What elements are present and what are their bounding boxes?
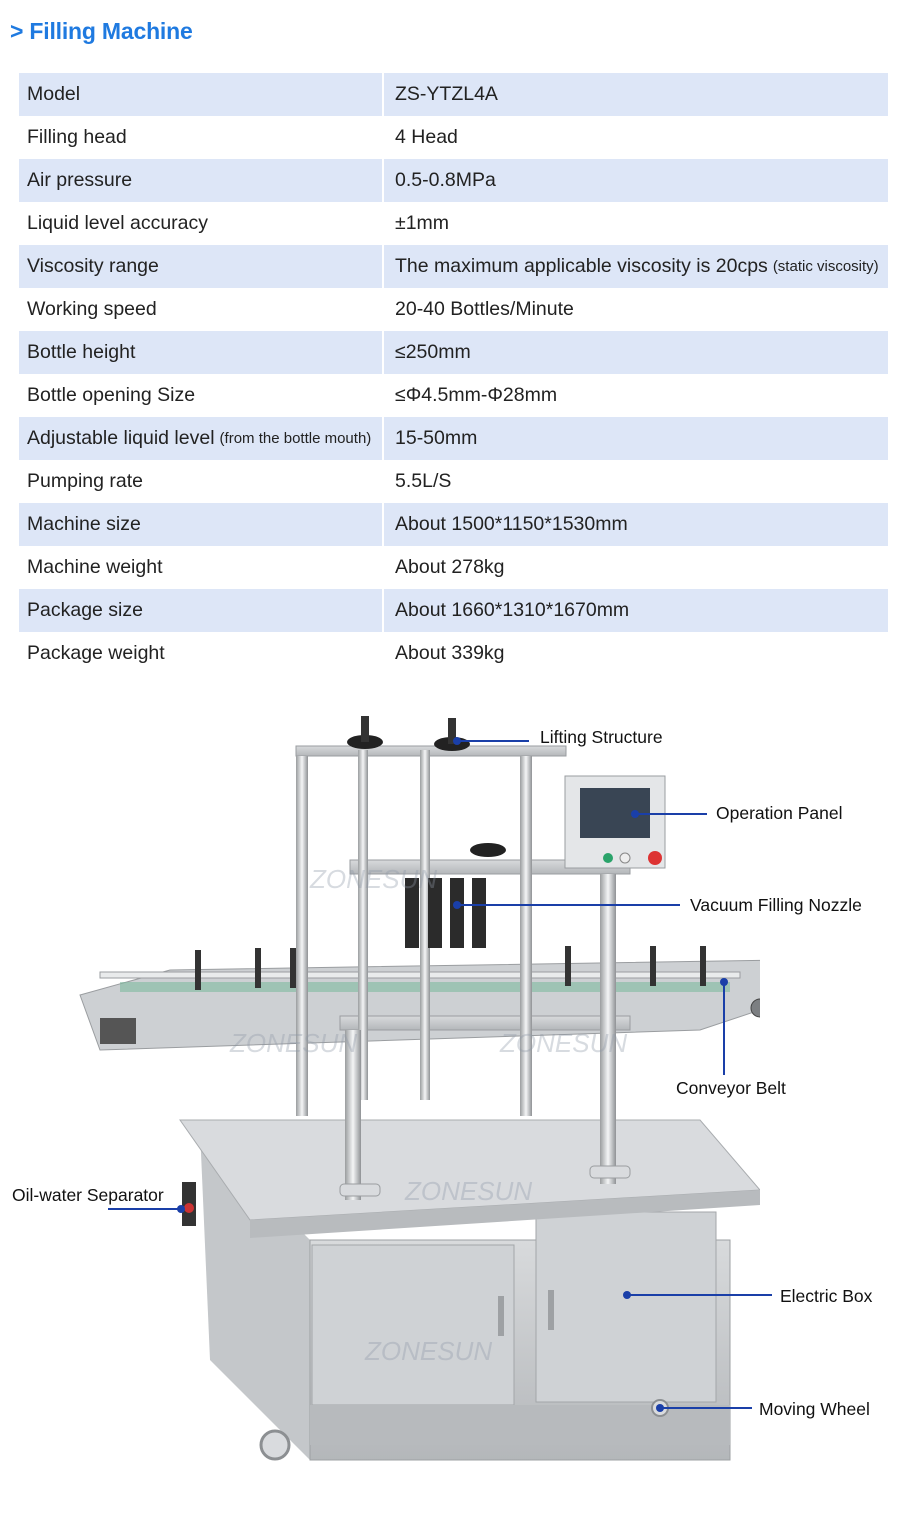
filling-nozzles [405,878,486,948]
callout-line [635,813,707,815]
conveyor-motor-icon [750,998,760,1018]
spec-value: 5.5L/S [395,470,452,492]
table-row: Adjustable liquid level (from the bottle… [19,417,888,460]
spec-label: Adjustable liquid level [27,427,215,449]
callout-line [108,1208,180,1210]
callout-dot [177,1205,185,1213]
spec-value: About 339kg [395,642,505,664]
spec-value: ±1mm [395,212,450,234]
spec-value: 20-40 Bottles/Minute [395,298,574,320]
table-row: Package weight About 339kg [19,632,888,675]
spec-label: Working speed [27,298,157,320]
callout-line [457,740,529,742]
spec-value: 4 Head [395,126,458,148]
spec-label: Bottle height [19,331,382,374]
callout-line [723,982,725,1075]
spec-label-group: Adjustable liquid level (from the bottle… [19,417,382,460]
spec-value: 15-50mm [384,417,888,460]
spec-label: Machine size [19,503,382,546]
spec-value-note: (static viscosity) [772,258,879,275]
spec-label: Viscosity range [19,245,382,288]
watermark: ZONESUN [404,1176,532,1206]
conveyor-guides [195,946,706,990]
spec-label: Model [19,73,382,116]
spec-label: Bottle opening Size [27,384,196,406]
frame-foot [589,1165,631,1179]
table-row: Package size About 1660*1310*1670mm [19,589,888,632]
conveyor-plate [100,1018,136,1044]
spec-value: About 1500*1150*1530mm [384,503,888,546]
frame-top-bar [295,745,567,757]
frame-post [296,756,308,1116]
spec-value: The maximum applicable viscosity is 20cp… [395,255,768,277]
spec-label: Pumping rate [27,470,143,492]
spec-table: Model ZS-YTZL4A Filling head 4 Head Air … [19,73,888,675]
machine-illustration: ZONESUN ZONESUN ZONESUN ZONESUN ZONESUN [79,716,760,1461]
handwheel-icon [470,843,506,857]
frame-post [420,750,430,1100]
spec-value: About 1660*1310*1670mm [384,589,888,632]
table-row: Liquid level accuracy ±1mm [19,202,888,245]
watermark: ZONESUN [364,1336,492,1366]
callout-conveyor-belt: Conveyor Belt [676,1078,786,1098]
spec-label: Filling head [27,126,127,148]
stop-button-icon [648,851,662,865]
spec-value: ZS-YTZL4A [384,73,888,116]
door-handle [548,1290,554,1330]
spec-label: Machine weight [27,556,163,578]
callout-line [457,904,680,906]
callout-line [660,1407,752,1409]
callout-electric-box: Electric Box [780,1286,873,1306]
frame-post [520,756,532,1116]
cabinet-door-left [311,1244,515,1406]
spec-label: Package size [19,589,382,632]
frame-post [358,750,368,1100]
spec-value: 0.5-0.8MPa [384,159,888,202]
wheel-icon [259,1429,291,1461]
spec-label: Liquid level accuracy [27,212,209,234]
watermark: ZONESUN [499,1028,627,1058]
table-row: Bottle height ≤250mm [19,331,888,374]
callout-operation-panel: Operation Panel [716,803,843,823]
panel-button-icon [619,852,631,864]
spec-value-group: The maximum applicable viscosity is 20cp… [384,245,888,288]
table-row: Bottle opening Size ≤Φ4.5mm-Φ28mm [19,374,888,417]
cabinet-door-right [535,1211,717,1403]
door-handle [498,1296,504,1336]
callout-moving-wheel: Moving Wheel [759,1399,870,1419]
page-title: > Filling Machine [10,18,193,44]
watermark: ZONESUN [229,1028,357,1058]
spec-label: Air pressure [19,159,382,202]
table-row: Pumping rate 5.5L/S [19,460,888,503]
table-row: Air pressure 0.5-0.8MPa [19,159,888,202]
frame-post [345,1030,361,1200]
table-edge [250,1190,760,1238]
table-row: Filling head 4 Head [19,116,888,159]
spec-label: Package weight [27,642,165,664]
panel-button-icon [603,853,613,863]
callout-oil-water-separator: Oil-water Separator [12,1185,164,1205]
callout-vacuum-filling-nozzle: Vacuum Filling Nozzle [690,895,862,915]
callout-line [627,1294,772,1296]
table-row: Machine size About 1500*1150*1530mm [19,503,888,546]
frame-post [600,874,616,1184]
watermark: ZONESUN [309,864,437,894]
table-row: Viscosity range The maximum applicable v… [19,245,888,288]
frame-foot [339,1183,381,1197]
spec-value: ≤Φ4.5mm-Φ28mm [395,384,558,406]
spec-label-note: (from the bottle mouth) [219,430,372,447]
frame-low-bar [339,1015,631,1031]
table-row: Working speed 20-40 Bottles/Minute [19,288,888,331]
table-row: Model ZS-YTZL4A [19,73,888,116]
spec-value: ≤250mm [384,331,888,374]
table-row: Machine weight About 278kg [19,546,888,589]
callout-lifting-structure: Lifting Structure [540,727,663,747]
spec-value: About 278kg [395,556,505,578]
